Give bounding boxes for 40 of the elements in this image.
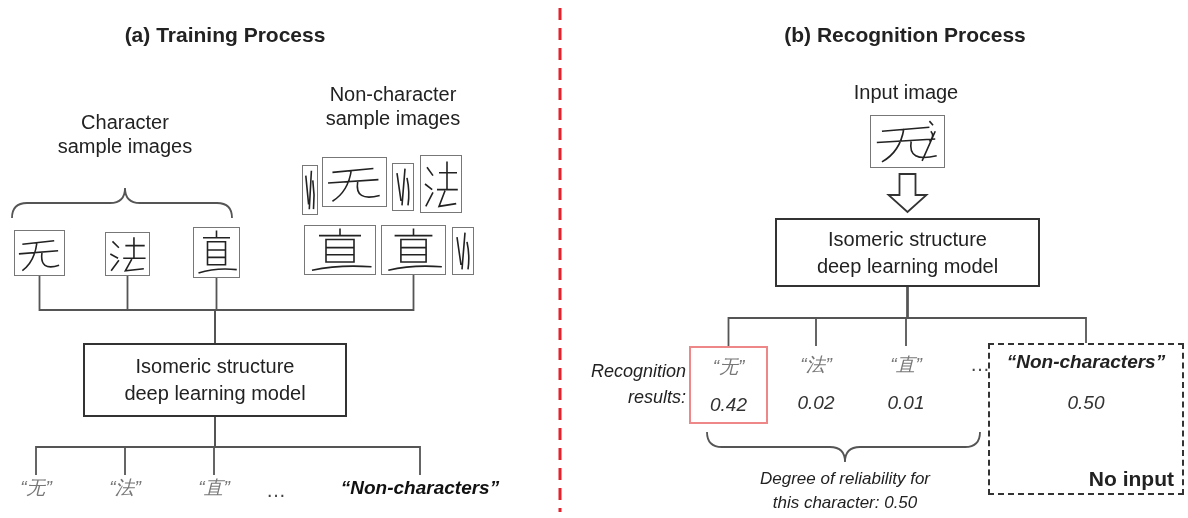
result-character: “无”	[711, 355, 746, 379]
result-score: 0.42	[709, 394, 748, 416]
handwriting-image	[381, 225, 446, 275]
handwriting-image	[452, 227, 474, 275]
result-score: 0.50	[1066, 392, 1106, 414]
handwriting-image	[105, 232, 150, 276]
handwriting-image	[193, 227, 240, 278]
model-box: Isomeric structure deep learning model	[775, 218, 1040, 287]
ellipsis: …	[969, 352, 991, 376]
connector-line	[214, 274, 415, 344]
output-label: “无”	[6, 475, 66, 501]
row-caption: Recognition results:	[589, 360, 686, 410]
output-label: “直”	[184, 475, 244, 501]
panel-heading: (b) Recognition Process	[783, 22, 1027, 48]
handwriting-image	[420, 155, 462, 213]
note-text: No input	[1088, 467, 1174, 491]
dashed-box	[988, 343, 1184, 495]
result-character: “Non-characters”	[1005, 351, 1167, 373]
reliability-note: Degree of reliability for this character: 0.50	[758, 468, 932, 514]
group-caption: Character sample images	[56, 110, 194, 158]
result-character: “法”	[799, 353, 834, 377]
connector-line	[214, 416, 421, 476]
handwriting-image	[302, 165, 318, 215]
output-label: “Non-characters”	[318, 475, 522, 501]
handwriting-image	[14, 230, 65, 276]
result-score: 0.01	[886, 392, 926, 414]
panel-heading: (a) Training Process	[123, 22, 327, 48]
handwriting-image	[392, 163, 414, 211]
group-caption: Non-character sample images	[324, 82, 462, 130]
block-arrow	[886, 173, 929, 214]
model-box: Isomeric structure deep learning model	[83, 343, 347, 417]
result-score: 0.02	[796, 392, 836, 414]
handwriting-image	[322, 157, 387, 207]
connector-line	[906, 286, 1087, 344]
output-label: “法”	[95, 475, 155, 501]
result-character: “直”	[889, 353, 924, 377]
handwriting-image	[304, 225, 376, 275]
input-label: Input image	[852, 80, 960, 104]
ellipsis: …	[265, 478, 287, 502]
highlight-box	[689, 346, 768, 424]
